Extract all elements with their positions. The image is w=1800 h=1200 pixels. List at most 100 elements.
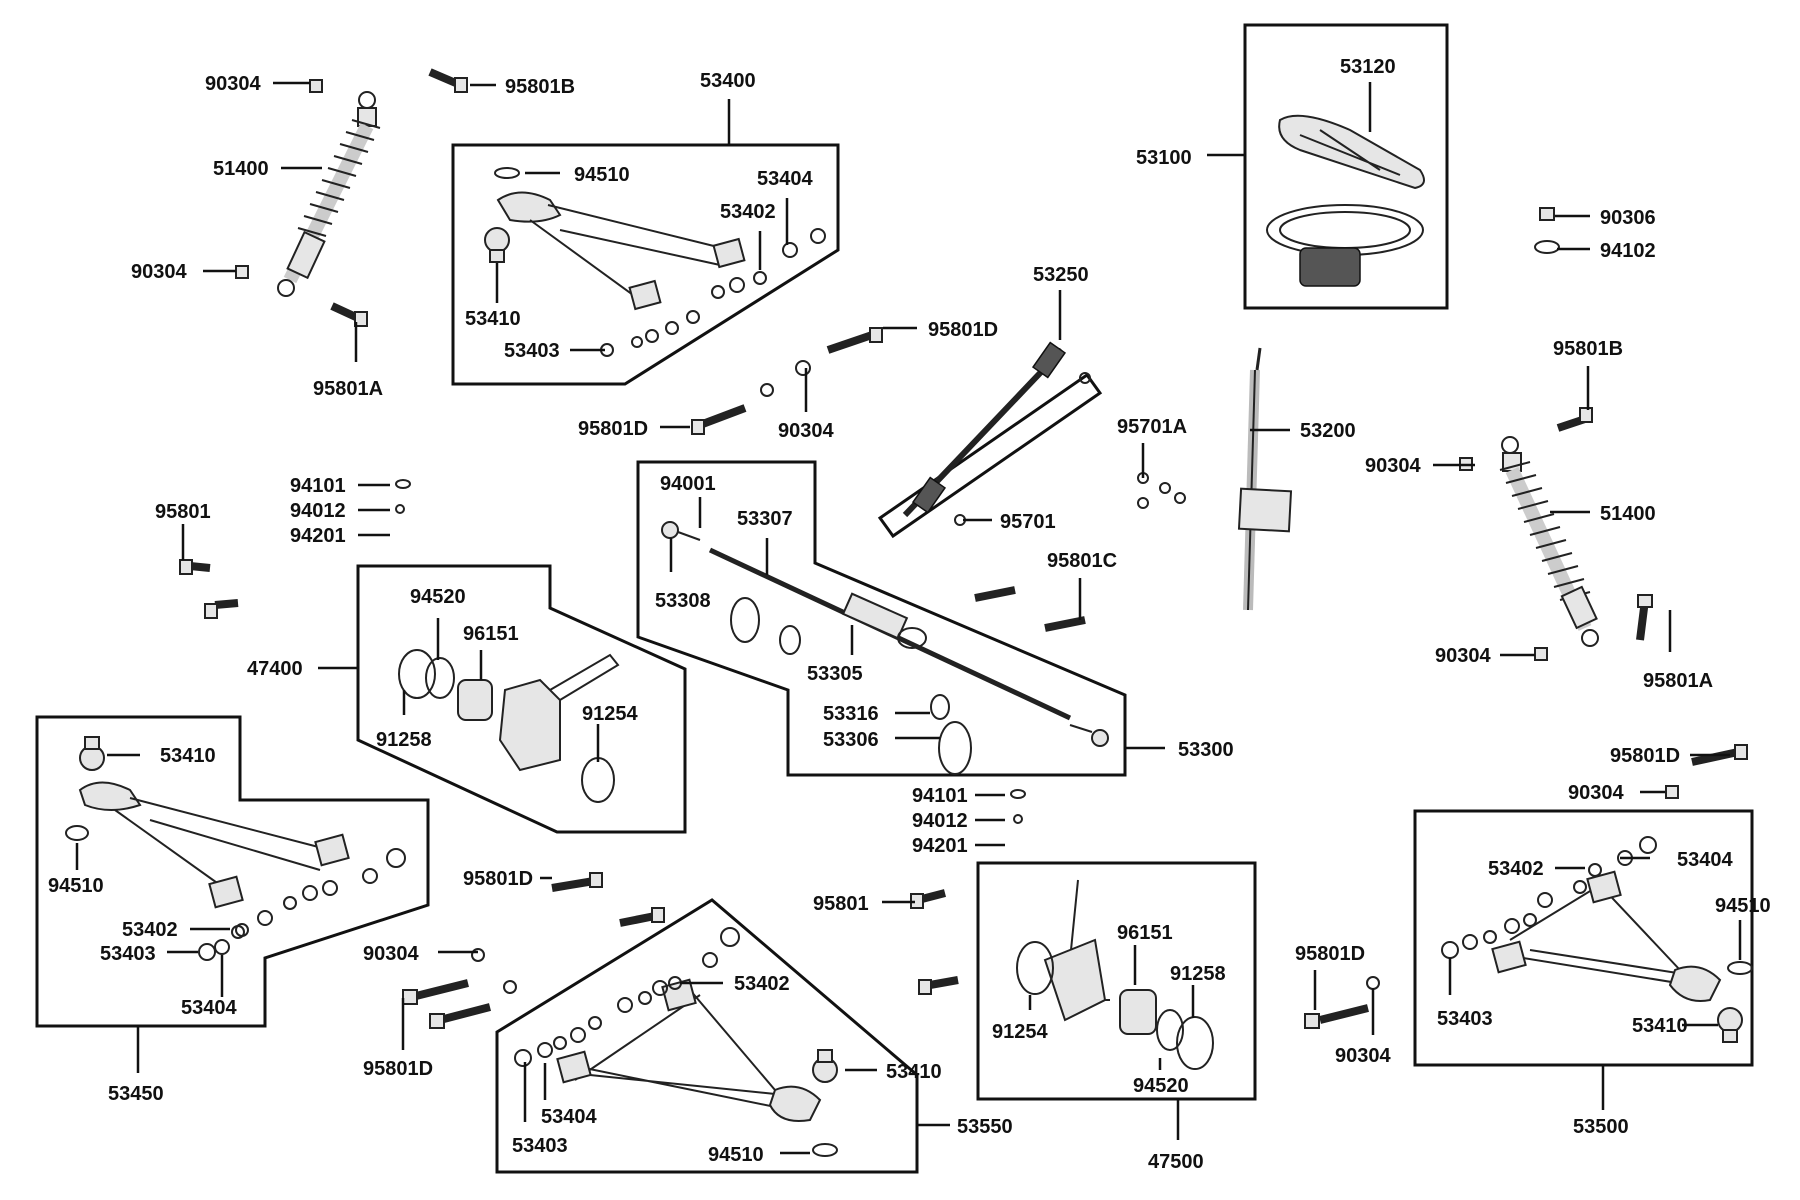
label-94201: 94201 [912,835,968,857]
label-47500: 47500 [1148,1151,1204,1173]
shock-absorber-right [1499,436,1599,647]
label-53402: 53402 [1488,858,1544,880]
label-94101: 94101 [290,475,346,497]
label-90304: 90304 [363,943,419,965]
label-51400: 51400 [1600,503,1656,525]
label-94510: 94510 [1715,895,1771,917]
label-94510: 94510 [574,164,630,186]
leader-lines [75,81,1742,1155]
label-53410: 53410 [160,745,216,767]
label-47400: 47400 [247,658,303,680]
label-53450: 53450 [108,1083,164,1105]
a-arm-53550 [514,927,838,1157]
label-53305: 53305 [807,663,863,685]
label-95801D: 95801D [578,418,648,440]
label-53300: 53300 [1178,739,1234,761]
label-53500: 53500 [1573,1116,1629,1138]
label-90304: 90304 [131,261,187,283]
label-95801D: 95801D [1295,943,1365,965]
label-91254: 91254 [582,703,638,725]
box-53300 [636,460,1127,777]
label-90304: 90304 [1335,1045,1391,1067]
label-53410: 53410 [886,1061,942,1083]
label-53404: 53404 [757,168,813,190]
label-94510: 94510 [48,875,104,897]
box-53500 [1413,809,1754,1067]
label-94001: 94001 [660,473,716,495]
label-53402: 53402 [122,919,178,941]
label-90304: 90304 [1568,782,1624,804]
a-arm-53500 [1441,836,1753,1043]
label-94510: 94510 [708,1144,764,1166]
label-95801D: 95801D [363,1058,433,1080]
a-arm-53450 [65,736,406,961]
steering-shaft-53250 [902,341,1091,526]
group-boxes [35,23,1754,1174]
label-53404: 53404 [541,1106,597,1128]
label-53200: 53200 [1300,420,1356,442]
label-95801D: 95801D [928,319,998,341]
label-95801D: 95801D [1610,745,1680,767]
label-90304: 90304 [1365,455,1421,477]
label-53250: 53250 [1033,264,1089,286]
label-95801A: 95801A [1643,670,1713,692]
label-95801: 95801 [813,893,869,915]
label-95801B: 95801B [505,76,575,98]
label-53316: 53316 [823,703,879,725]
label-95701A: 95701A [1117,416,1187,438]
fasteners [179,68,1748,1029]
box-53100 [1243,23,1449,310]
label-90304: 90304 [778,420,834,442]
label-94102: 94102 [1600,240,1656,262]
steering-wheel-53100 [1266,114,1425,287]
a-arm-53400 [484,167,826,357]
label-51400: 51400 [213,158,269,180]
box-53250 [877,372,1103,539]
label-94012: 94012 [290,500,346,522]
label-94101: 94101 [912,785,968,807]
label-91258: 91258 [376,729,432,751]
knuckle-47400 [398,649,620,803]
label-53403: 53403 [100,943,156,965]
steering-column-53200 [1137,347,1293,611]
label-91258: 91258 [1170,963,1226,985]
label-96151: 96151 [463,623,519,645]
label-53403: 53403 [512,1135,568,1157]
label-95701: 95701 [1000,511,1056,533]
label-95801D: 95801D [463,868,533,890]
label-90306: 90306 [1600,207,1656,229]
box-47500 [976,861,1257,1101]
part-labels: 90304 95801B 51400 90304 95801A 53400 94… [48,56,1771,1173]
label-53402: 53402 [720,201,776,223]
shock-absorber-left [277,91,381,297]
box-53450 [35,715,430,1028]
label-95801B: 95801B [1553,338,1623,360]
label-53400: 53400 [700,70,756,92]
label-90304: 90304 [205,73,261,95]
label-95801: 95801 [155,501,211,523]
label-53100: 53100 [1136,147,1192,169]
label-96151: 96151 [1117,922,1173,944]
label-94520: 94520 [410,586,466,608]
label-53404: 53404 [1677,849,1733,871]
label-53550: 53550 [957,1116,1013,1138]
label-53402: 53402 [734,973,790,995]
label-53410: 53410 [1632,1015,1688,1037]
label-95801C: 95801C [1047,550,1117,572]
label-53120: 53120 [1340,56,1396,78]
label-53307: 53307 [737,508,793,530]
label-94520: 94520 [1133,1075,1189,1097]
knuckle-47500 [1016,879,1214,1070]
label-53306: 53306 [823,729,879,751]
label-53404: 53404 [181,997,237,1019]
box-53400 [451,143,840,386]
tie-rod-53300 [661,521,1109,775]
label-53410: 53410 [465,308,521,330]
label-94012: 94012 [912,810,968,832]
box-47400 [356,564,687,834]
label-95801A: 95801A [313,378,383,400]
box-53550 [495,898,919,1174]
label-53403: 53403 [504,340,560,362]
label-53403: 53403 [1437,1008,1493,1030]
